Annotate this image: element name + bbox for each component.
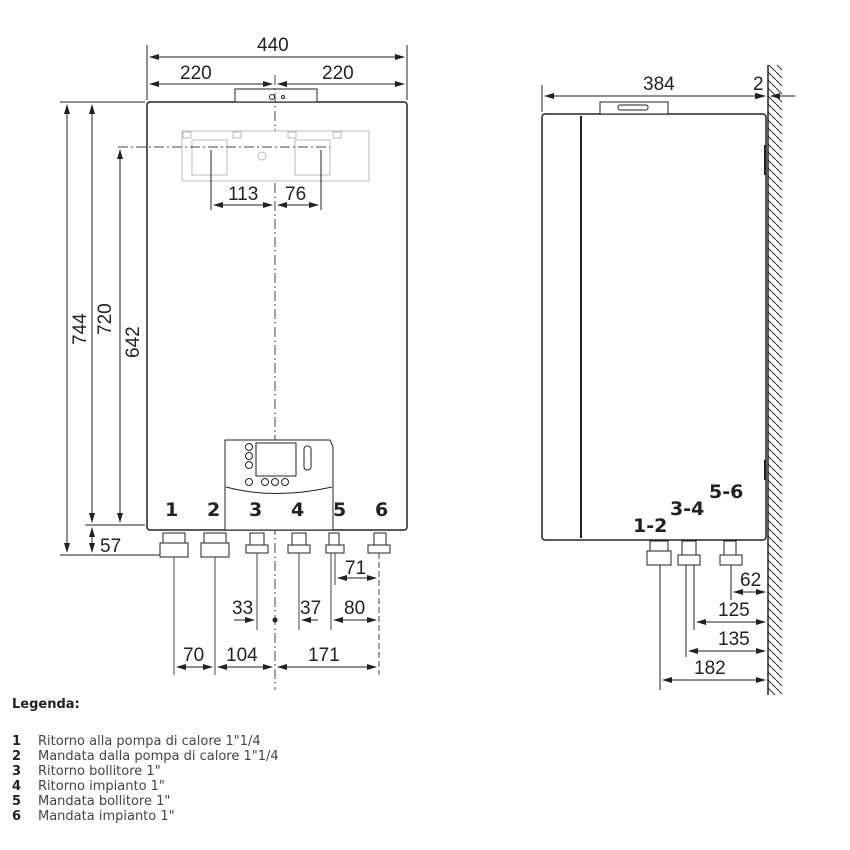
side-view-labels: 384 2 1-2 3-4 5-6 62 125 135 182: [633, 74, 764, 679]
control-panel: [224, 439, 334, 531]
dim-80: 80: [344, 598, 365, 619]
dim-height-bottom: 57: [100, 536, 121, 557]
dim-135: 135: [718, 629, 750, 650]
front-view: [60, 45, 408, 690]
connection-label-2: 2: [207, 499, 220, 521]
legend-title: Legenda:: [12, 697, 80, 712]
dim-width-half-right: 220: [322, 63, 354, 84]
dim-bracket-right: 76: [285, 184, 306, 205]
connection-label-4: 4: [291, 499, 304, 521]
dim-height-bracket: 642: [123, 326, 144, 358]
dim-33: 33: [232, 598, 253, 619]
dim-37: 37: [300, 598, 321, 619]
dim-width-half-left: 220: [180, 63, 212, 84]
front-view-labels: 440 220 220 113 76 744 720 642 57 1 2 3 …: [70, 35, 388, 666]
dim-71: 71: [345, 558, 366, 579]
dim-70: 70: [183, 645, 204, 666]
dim-width-total: 440: [257, 35, 289, 56]
wall-hatch: [768, 65, 782, 695]
mounting-bracket: [181, 130, 370, 182]
connection-label-3: 3: [249, 499, 262, 521]
dim-125: 125: [718, 600, 750, 621]
side-view: [541, 65, 795, 695]
connection-label-5-6: 5-6: [709, 481, 743, 503]
dim-182: 182: [694, 658, 726, 679]
connection-label-1: 1: [165, 499, 178, 521]
connection-label-3-4: 3-4: [670, 498, 704, 520]
connection-label-1-2: 1-2: [633, 515, 667, 537]
connection-label-6: 6: [375, 499, 388, 521]
pipe-fittings: [159, 532, 391, 558]
dim-height-total: 744: [70, 313, 91, 345]
dim-depth: 384: [643, 74, 675, 95]
dim-height-body: 720: [95, 303, 116, 335]
dim-171: 171: [308, 645, 340, 666]
dim-bracket-left: 113: [228, 184, 258, 205]
dim-wall-gap: 2: [753, 74, 764, 95]
dim-104: 104: [226, 645, 258, 666]
dim-62: 62: [740, 570, 761, 591]
connection-label-5: 5: [333, 499, 346, 521]
